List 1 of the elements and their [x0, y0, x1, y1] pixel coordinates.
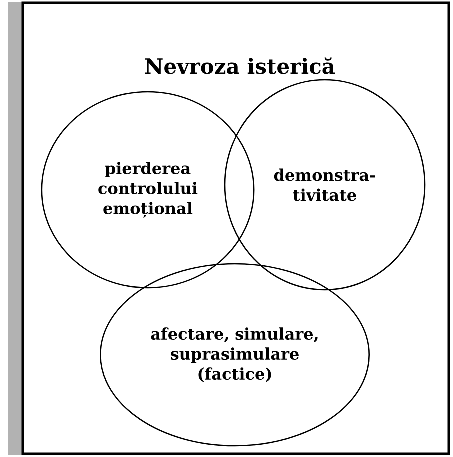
title: Nevroza isterică — [145, 58, 335, 74]
